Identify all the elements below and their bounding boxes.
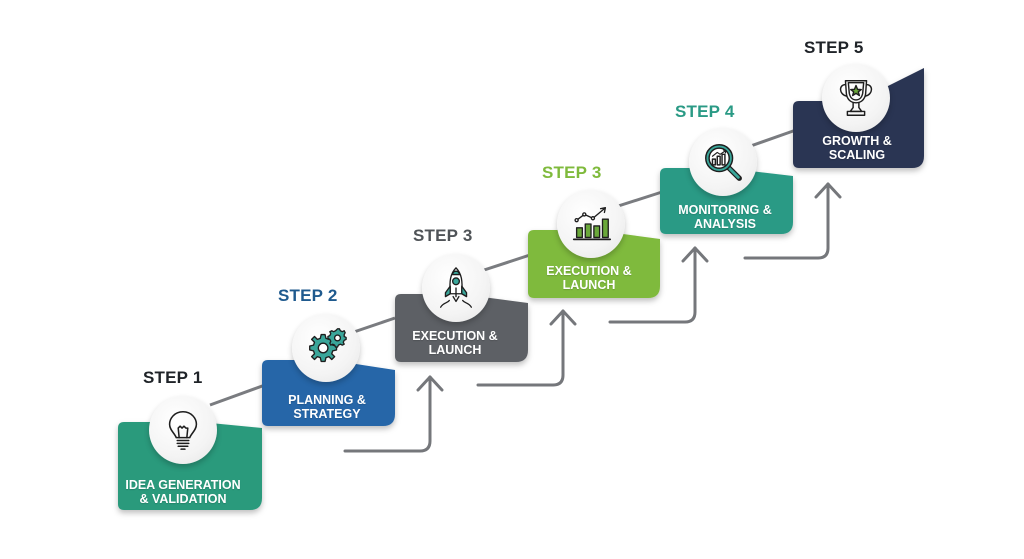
step-arrow-1-head [416,375,444,392]
step-block-4 [528,230,660,298]
step-title-6-line2: SCALING [828,148,886,162]
step-icon-circle-2 [292,314,360,382]
step-icon-circle-5 [689,128,757,196]
step-title-4: EXECUTION & LAUNCH [528,264,650,292]
step-label-2: STEP 2 [278,286,338,305]
step-arrow-2 [476,309,565,387]
step-title-5-line1: MONITORING & [678,203,772,217]
step-title-1-line1: IDEA GENERATION [125,478,241,492]
step-title-2-line1: PLANNING & [288,393,366,407]
gears-icon [309,328,347,363]
step-title-6: GROWTH & SCALING [793,134,921,162]
step-block-3 [395,294,528,362]
step-title-2-line2: STRATEGY [293,407,361,421]
step-icon-circle-4 [557,190,625,258]
step-label-5: STEP 4 [675,102,735,121]
step-title-1-line2: & VALIDATION [139,492,227,506]
step-icon-circle-6 [822,64,890,132]
connector-line-1 [209,383,266,407]
step-title-6-line1: GROWTH & [822,134,892,148]
step-label-3: STEP 3 [413,226,473,245]
step-icon-circle-1 [149,396,217,464]
step-label-4: STEP 3 [542,163,602,182]
step-arrow-3 [608,246,697,324]
step-title-4-line1: EXECUTION & [546,264,632,278]
step-arrow-4 [743,182,830,260]
rocket-icon [439,267,473,308]
step-label-6: STEP 5 [804,38,864,57]
lightbulb-icon [168,411,198,450]
step-arrow-2-head [549,309,577,326]
step-label-1: STEP 1 [143,368,203,387]
connector-line-3 [477,253,531,274]
step-title-3-line1: EXECUTION & [412,329,498,343]
connector-line-5 [744,128,797,150]
connector-line-4 [611,190,663,210]
step-title-3-line2: LAUNCH [428,343,482,357]
step-block-2 [262,360,395,426]
step-icon-circle-3 [422,254,490,322]
step-arrow-1 [343,375,432,453]
step-block-5 [660,168,793,234]
bar-chart-growth-icon [572,207,612,241]
step-title-5-line2: ANALYSIS [693,217,757,231]
magnifier-chart-icon [705,144,742,181]
step-title-1: IDEA GENERATION & VALIDATION [118,478,248,506]
step-title-4-line2: LAUNCH [562,278,616,292]
step-arrow-4-head [814,182,842,199]
step-title-5: MONITORING & ANALYSIS [660,203,790,231]
step-title-2: PLANNING & STRATEGY [262,393,392,421]
step-arrow-3-head [681,246,709,263]
trophy-icon [839,80,873,116]
step-title-3: EXECUTION & LAUNCH [395,329,515,357]
